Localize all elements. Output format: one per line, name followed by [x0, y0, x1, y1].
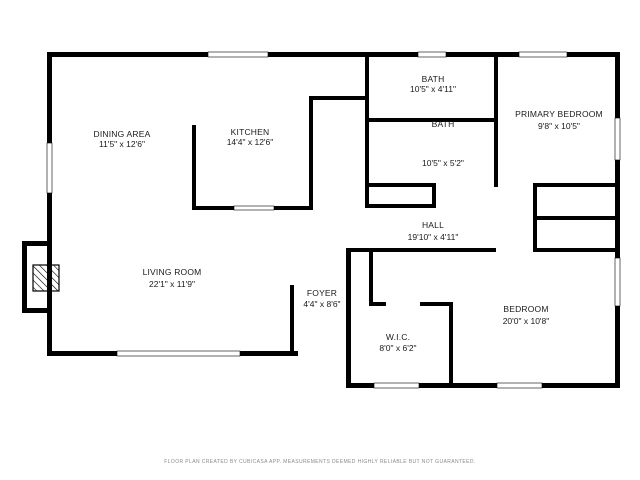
foyer-name: FOYER: [307, 288, 337, 298]
hall-name: HALL: [422, 220, 444, 230]
dining-area-dims: 11'5" x 12'6": [99, 139, 145, 149]
bath-2-name: BATH: [432, 119, 455, 129]
interior-walls: [192, 57, 615, 384]
living-room-dims: 22'1" x 11'9": [149, 279, 195, 289]
wic-dims: 8'0" x 6'2": [379, 343, 416, 353]
bath-2-dims: 10'5" x 5'2": [422, 158, 464, 168]
kitchen-name: KITCHEN: [231, 127, 270, 137]
dining-area-name: DINING AREA: [94, 129, 151, 139]
hall-dims: 19'10" x 4'11": [408, 232, 459, 242]
bath-1-dims: 10'5" x 4'11": [410, 84, 456, 94]
wic-name: W.I.C.: [386, 332, 410, 342]
bath-1-name: BATH: [422, 74, 445, 84]
primary-bedroom-name: PRIMARY BEDROOM: [515, 109, 603, 119]
fireplace: [22, 241, 60, 313]
kitchen-dims: 14'4" x 12'6": [227, 137, 274, 147]
primary-bedroom-dims: 9'8" x 10'5": [538, 121, 580, 131]
room-labels: DINING AREA 11'5" x 12'6" KITCHEN 14'4" …: [94, 74, 603, 353]
living-room-name: LIVING ROOM: [143, 267, 202, 277]
foyer-dims: 4'4" x 8'6": [303, 299, 340, 309]
bedroom-name: BEDROOM: [503, 304, 548, 314]
bedroom-dims: 20'0" x 10'8": [503, 316, 550, 326]
floor-plan-disclaimer: FLOOR PLAN CREATED BY CUBICASA APP. MEAS…: [164, 459, 476, 465]
windows: [46, 51, 621, 389]
